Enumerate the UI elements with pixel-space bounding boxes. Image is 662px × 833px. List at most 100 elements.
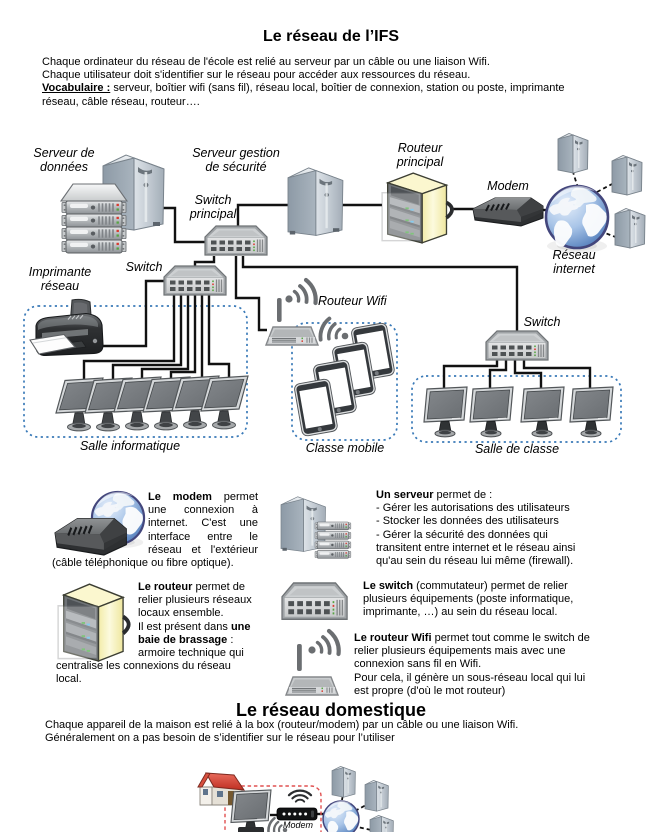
label-home-modem: Modem xyxy=(282,820,313,830)
intro-line-1: Chaque ordinateur du réseau de l'école e… xyxy=(42,56,490,68)
label-switch-2: Switch xyxy=(125,260,163,274)
cable-switch-2-imprimante xyxy=(101,279,166,348)
def-routeur-wifi-body: permet tout comme le switch de relier pl… xyxy=(354,632,590,697)
serveur-securite-tower-icon xyxy=(287,167,344,236)
poste-icon xyxy=(142,376,191,431)
modem-icon xyxy=(472,197,544,227)
poste-icon xyxy=(569,386,614,438)
def-serveur-lead: Un serveur xyxy=(376,489,434,501)
poste-icon xyxy=(113,376,162,431)
def-routeur-lead: Le routeur xyxy=(138,581,193,593)
salle-informatique-postes xyxy=(55,375,249,432)
poste-icon xyxy=(55,377,104,432)
page-title: Le réseau de l’IFS xyxy=(262,28,400,45)
home-wifi-up-icon xyxy=(287,789,313,803)
salle-de-classe-postes xyxy=(423,386,614,438)
def-switch-icon xyxy=(281,582,348,621)
def-serveur-text: Un serveur permet de : - Gérer les autor… xyxy=(376,489,586,568)
internet-globe-icon xyxy=(544,184,610,255)
poste-icon xyxy=(200,375,249,430)
def-routeur-wifi-lead: Le routeur Wifi xyxy=(354,632,432,644)
def-modem-icon-spacer xyxy=(52,491,148,557)
tablette-icon xyxy=(349,321,397,382)
switch-3-icon xyxy=(485,330,549,361)
zone-salle-informatique-box xyxy=(23,305,248,438)
vocab-text: serveur, boîtier wifi (sans fil), réseau… xyxy=(42,82,565,108)
poste-icon xyxy=(84,377,133,432)
def-modem-lead: Le modem xyxy=(148,491,212,503)
def-routeur-bold-2: une baie de brassage xyxy=(138,620,251,646)
tablette-icon xyxy=(311,358,359,419)
def-routeur-text: Le routeur permet de relier plusieurs ré… xyxy=(56,581,257,687)
home-laptop-icon xyxy=(238,827,264,832)
serveur-donnees-rack-icon xyxy=(61,184,127,253)
internet-server-bottom-icon xyxy=(614,208,646,249)
dashed-home-globe-server-bottom xyxy=(352,825,372,831)
def-routeur-icon-spacer xyxy=(56,581,138,659)
label-routeur-principal: Routeur principal xyxy=(396,141,444,169)
label-modem: Modem xyxy=(487,179,529,193)
poste-icon xyxy=(469,386,514,438)
domestic-paragraph: Chaque appareil de la maison est relié à… xyxy=(45,719,630,745)
domestic-line-1: Chaque appareil de la maison est relié à… xyxy=(45,719,519,731)
def-routeur-body-2: : armoire technique qui centralise les c… xyxy=(56,633,244,686)
poste-icon xyxy=(520,386,565,438)
vocab-label: Vocabulaire : xyxy=(42,82,111,95)
label-classe-mobile: Classe mobile xyxy=(305,441,385,455)
serveur-donnees-tower-icon xyxy=(102,154,165,231)
switch-principal-icon xyxy=(204,225,268,256)
label-routeur-wifi: Routeur Wifi xyxy=(318,294,387,308)
def-serveur-body: permet de : - Gérer les autorisations de… xyxy=(376,489,576,568)
label-serveur-donnees: Serveur de données xyxy=(33,146,95,174)
cable-switch-principal-switch-2 xyxy=(193,256,216,269)
tablette-icon xyxy=(330,340,378,401)
routeur-wifi-icon xyxy=(265,280,319,346)
dashed-globe-server-bottom xyxy=(599,230,619,239)
cables-switch-2-postes xyxy=(82,294,231,381)
cables-switch-3-postes xyxy=(442,358,592,388)
classe-mobile-tablettes xyxy=(292,321,397,438)
label-imprimante-reseau: Imprimante réseau xyxy=(28,265,92,293)
home-internet-server-bottom-icon xyxy=(369,815,394,832)
domestic-line-2: Généralement on a pas besoin de s’identi… xyxy=(45,732,395,745)
dashed-home-globe-server-top xyxy=(341,793,344,801)
vocab-line: Vocabulaire : serveur, boîtier wifi (san… xyxy=(42,82,587,108)
def-switch-text: Le switch (commutateur) permet de relier… xyxy=(363,580,603,620)
label-switch-3: Switch xyxy=(523,315,561,329)
poste-icon xyxy=(423,386,468,438)
def-modem-text: Le modem permet une connexion à internet… xyxy=(52,491,258,570)
routeur-principal-icon xyxy=(380,171,454,245)
internet-server-top-icon xyxy=(557,133,589,174)
dashed-globe-server-right xyxy=(596,182,615,193)
intro-paragraph: Chaque ordinateur du réseau de l'école e… xyxy=(42,56,587,109)
zone-salle-de-classe-box xyxy=(411,375,622,443)
intro-line-2: Chaque utilisateur doit s'identifier sur… xyxy=(42,69,471,82)
tablette-icon xyxy=(292,377,340,438)
wifi-signal-to-tablets-icon xyxy=(318,316,351,342)
label-salle-de-classe: Salle de classe xyxy=(474,442,560,456)
domestic-title: Le réseau domestique xyxy=(235,700,427,720)
home-internet-globe-icon xyxy=(322,800,360,832)
zone-classe-mobile-box xyxy=(291,322,398,441)
poste-icon xyxy=(171,375,220,430)
label-serveur-securite: Serveur gestion de sécurité xyxy=(192,146,280,174)
home-internet-server-right-icon xyxy=(364,780,389,812)
def-switch-lead: Le switch xyxy=(363,580,414,592)
cable-switch-principal-routeur-wifi xyxy=(234,256,267,332)
def-serveur-icon xyxy=(280,496,352,559)
def-routeur-wifi-icon xyxy=(285,631,339,696)
dashed-home-globe-server-right xyxy=(354,804,367,812)
def-modem-body: permet une connexion à internet. C'est u… xyxy=(52,491,258,570)
dashed-globe-server-top xyxy=(572,171,579,189)
label-switch-principal: Switch principal xyxy=(189,193,237,221)
home-pc-icon xyxy=(230,789,272,832)
label-salle-informatique: Salle informatique xyxy=(79,439,181,453)
label-reseau-internet: Réseau internet xyxy=(552,248,596,276)
def-routeur-wifi-text: Le routeur Wifi permet tout comme le swi… xyxy=(354,632,602,698)
def-routeur-body-1: permet de relier plusieurs réseaux locau… xyxy=(138,581,252,633)
def-switch-body: (commutateur) permet de relier plusieurs… xyxy=(363,580,574,619)
home-internet-server-top-icon xyxy=(331,766,356,798)
imprimante-reseau-icon xyxy=(29,298,104,357)
internet-server-right-icon xyxy=(611,155,643,196)
